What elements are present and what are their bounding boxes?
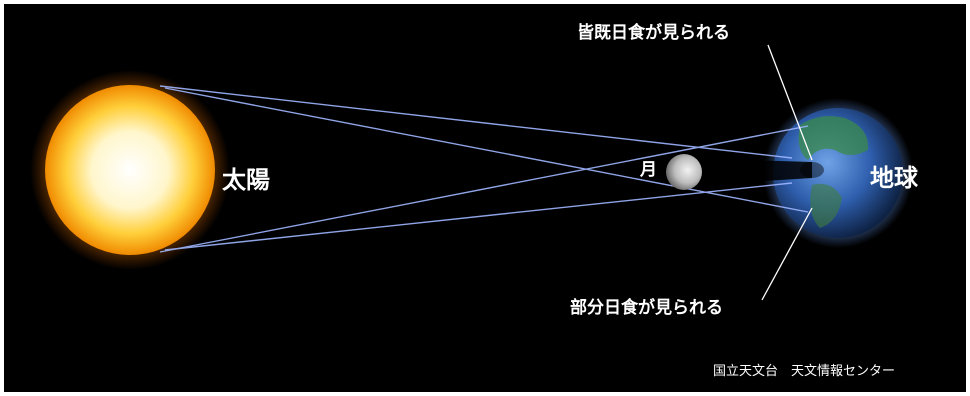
umbra-cone <box>684 158 812 186</box>
moon <box>666 154 702 190</box>
earth-land <box>798 116 869 160</box>
partial-eclipse-label: 部分日食が見られる <box>570 298 723 318</box>
earth-label: 地球 <box>870 164 918 192</box>
earth-land <box>810 183 842 228</box>
sunlight-rays <box>159 85 809 253</box>
credit-text: 国立天文台 天文情報センター <box>713 364 896 379</box>
total-eclipse-pointer <box>767 44 813 161</box>
ray-top-inner <box>164 87 809 213</box>
moon-label: 月 <box>640 160 657 180</box>
sun <box>45 85 215 255</box>
ray-bottom-inner <box>159 125 809 253</box>
partial-eclipse-pointer <box>761 207 813 301</box>
ray-top-outer <box>159 85 793 159</box>
sun-label: 太陽 <box>222 166 270 194</box>
total-eclipse-label: 皆既日食が見られる <box>577 23 730 43</box>
ray-bottom-outer <box>164 182 793 251</box>
